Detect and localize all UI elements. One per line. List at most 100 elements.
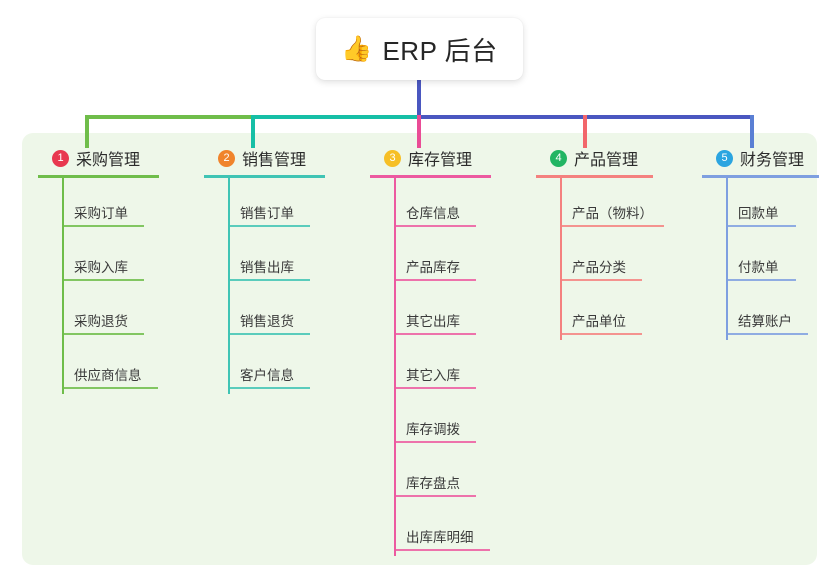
module-item-underline [560, 333, 642, 335]
module-item[interactable]: 产品库存 [370, 232, 491, 286]
module-underline [204, 175, 325, 178]
module-item-label: 付款单 [738, 260, 779, 275]
module-item-underline [394, 279, 476, 281]
module-underline [370, 175, 491, 178]
module-item-list: 仓库信息产品库存其它出库其它入库库存调拨库存盘点出库库明细 [370, 178, 491, 556]
module-item-label: 出库库明细 [406, 530, 474, 545]
module-item[interactable]: 仓库信息 [370, 178, 491, 232]
module-item[interactable]: 客户信息 [204, 340, 325, 394]
module-item[interactable]: 出库库明细 [370, 502, 491, 556]
module-column: 4 产品管理产品（物料） 产品分类产品单位 [536, 146, 664, 340]
module-item[interactable]: 销售订单 [204, 178, 325, 232]
module-item[interactable]: 库存盘点 [370, 448, 491, 502]
page-title: ERP 后台 [382, 35, 498, 66]
module-item-label: 其它入库 [406, 368, 460, 383]
module-column: 3 库存管理仓库信息产品库存其它出库其它入库库存调拨库存盘点出库库明细 [370, 146, 491, 556]
module-item-label: 销售订单 [240, 206, 294, 221]
module-item[interactable]: 其它入库 [370, 340, 491, 394]
module-column: 5 财务管理回款单付款单结算账户 [702, 146, 819, 340]
module-item-underline [726, 279, 796, 281]
module-item[interactable]: 回款单 [702, 178, 819, 232]
module-item-label: 结算账户 [738, 314, 792, 329]
module-item-label: 产品（物料） [572, 206, 653, 221]
module-item-underline [228, 387, 310, 389]
module-item[interactable]: 库存调拨 [370, 394, 491, 448]
module-item-label: 销售退货 [240, 314, 294, 329]
module-item-underline [62, 387, 158, 389]
module-branch-line [394, 178, 396, 556]
module-item-label: 产品分类 [572, 260, 626, 275]
module-item-label: 采购退货 [74, 314, 128, 329]
module-header[interactable]: 5 财务管理 [702, 146, 819, 170]
module-item[interactable]: 销售退货 [204, 286, 325, 340]
module-item-underline [228, 279, 310, 281]
module-title: 采购管理 [76, 152, 141, 169]
module-item[interactable]: 其它出库 [370, 286, 491, 340]
module-item-label: 供应商信息 [74, 368, 142, 383]
module-item-underline [726, 333, 808, 335]
module-number-badge: 3 [384, 149, 401, 167]
module-title: 库存管理 [408, 152, 473, 169]
module-item[interactable]: 产品分类 [536, 232, 653, 286]
module-item-label: 客户信息 [240, 368, 294, 383]
branch-stub-5 [750, 115, 754, 148]
module-item-underline [394, 387, 476, 389]
module-item-underline [394, 549, 490, 551]
module-item-underline [62, 333, 144, 335]
module-number-badge: 1 [52, 149, 69, 167]
branch-stub-4 [583, 115, 587, 148]
branch-stub-1 [85, 115, 89, 148]
module-item-list: 采购订单采购入库采购退货供应商信息 [38, 178, 159, 394]
module-title: 产品管理 [574, 152, 639, 169]
branch-stub-3 [417, 115, 421, 148]
module-item-list: 回款单付款单结算账户 [702, 178, 819, 340]
module-item-underline [228, 225, 310, 227]
module-item-underline [394, 225, 476, 227]
module-number-badge: 5 [716, 149, 733, 167]
module-item-underline [62, 279, 144, 281]
module-item-label: 库存调拨 [406, 422, 460, 437]
module-item-label: 采购入库 [74, 260, 128, 275]
module-item-list: 销售订单销售出库销售退货客户信息 [204, 178, 325, 394]
module-item-underline [394, 441, 476, 443]
module-branch-line [62, 178, 64, 394]
module-item[interactable]: 采购入库 [38, 232, 159, 286]
module-item-underline [62, 225, 144, 227]
module-item[interactable]: 结算账户 [702, 286, 819, 340]
module-item[interactable]: 付款单 [702, 232, 819, 286]
module-header[interactable]: 3 库存管理 [370, 146, 491, 170]
module-header[interactable]: 4 产品管理 [536, 146, 653, 170]
module-item[interactable]: 采购退货 [38, 286, 159, 340]
bus-segment-1 [85, 115, 254, 119]
modules-panel [22, 133, 817, 565]
module-item-label: 产品库存 [406, 260, 460, 275]
module-branch-line [726, 178, 728, 340]
module-item-label: 其它出库 [406, 314, 460, 329]
module-header[interactable]: 1 采购管理 [38, 146, 159, 170]
module-item[interactable]: 产品单位 [536, 286, 653, 340]
bus-segment-2 [254, 115, 419, 119]
branch-stub-2 [251, 115, 255, 148]
module-branch-line [228, 178, 230, 394]
module-underline [536, 175, 653, 178]
module-title: 财务管理 [740, 152, 805, 169]
module-column: 1 采购管理采购订单采购入库采购退货供应商信息 [38, 146, 159, 394]
module-item-label: 回款单 [738, 206, 779, 221]
module-item-label: 采购订单 [74, 206, 128, 221]
module-item-underline [726, 225, 796, 227]
module-item[interactable]: 供应商信息 [38, 340, 159, 394]
root-title-card[interactable]: 👍 ERP 后台 [316, 18, 523, 80]
module-item[interactable]: 销售出库 [204, 232, 325, 286]
module-item[interactable]: 产品（物料） [536, 178, 664, 232]
module-item[interactable]: 采购订单 [38, 178, 159, 232]
module-underline [702, 175, 819, 178]
module-number-badge: 4 [550, 149, 567, 167]
module-item-underline [560, 279, 642, 281]
module-item-label: 产品单位 [572, 314, 626, 329]
module-item-label: 仓库信息 [406, 206, 460, 221]
module-item-label: 库存盘点 [406, 476, 460, 491]
thumbs-up-icon: 👍 [341, 34, 373, 63]
module-item-label: 销售出库 [240, 260, 294, 275]
